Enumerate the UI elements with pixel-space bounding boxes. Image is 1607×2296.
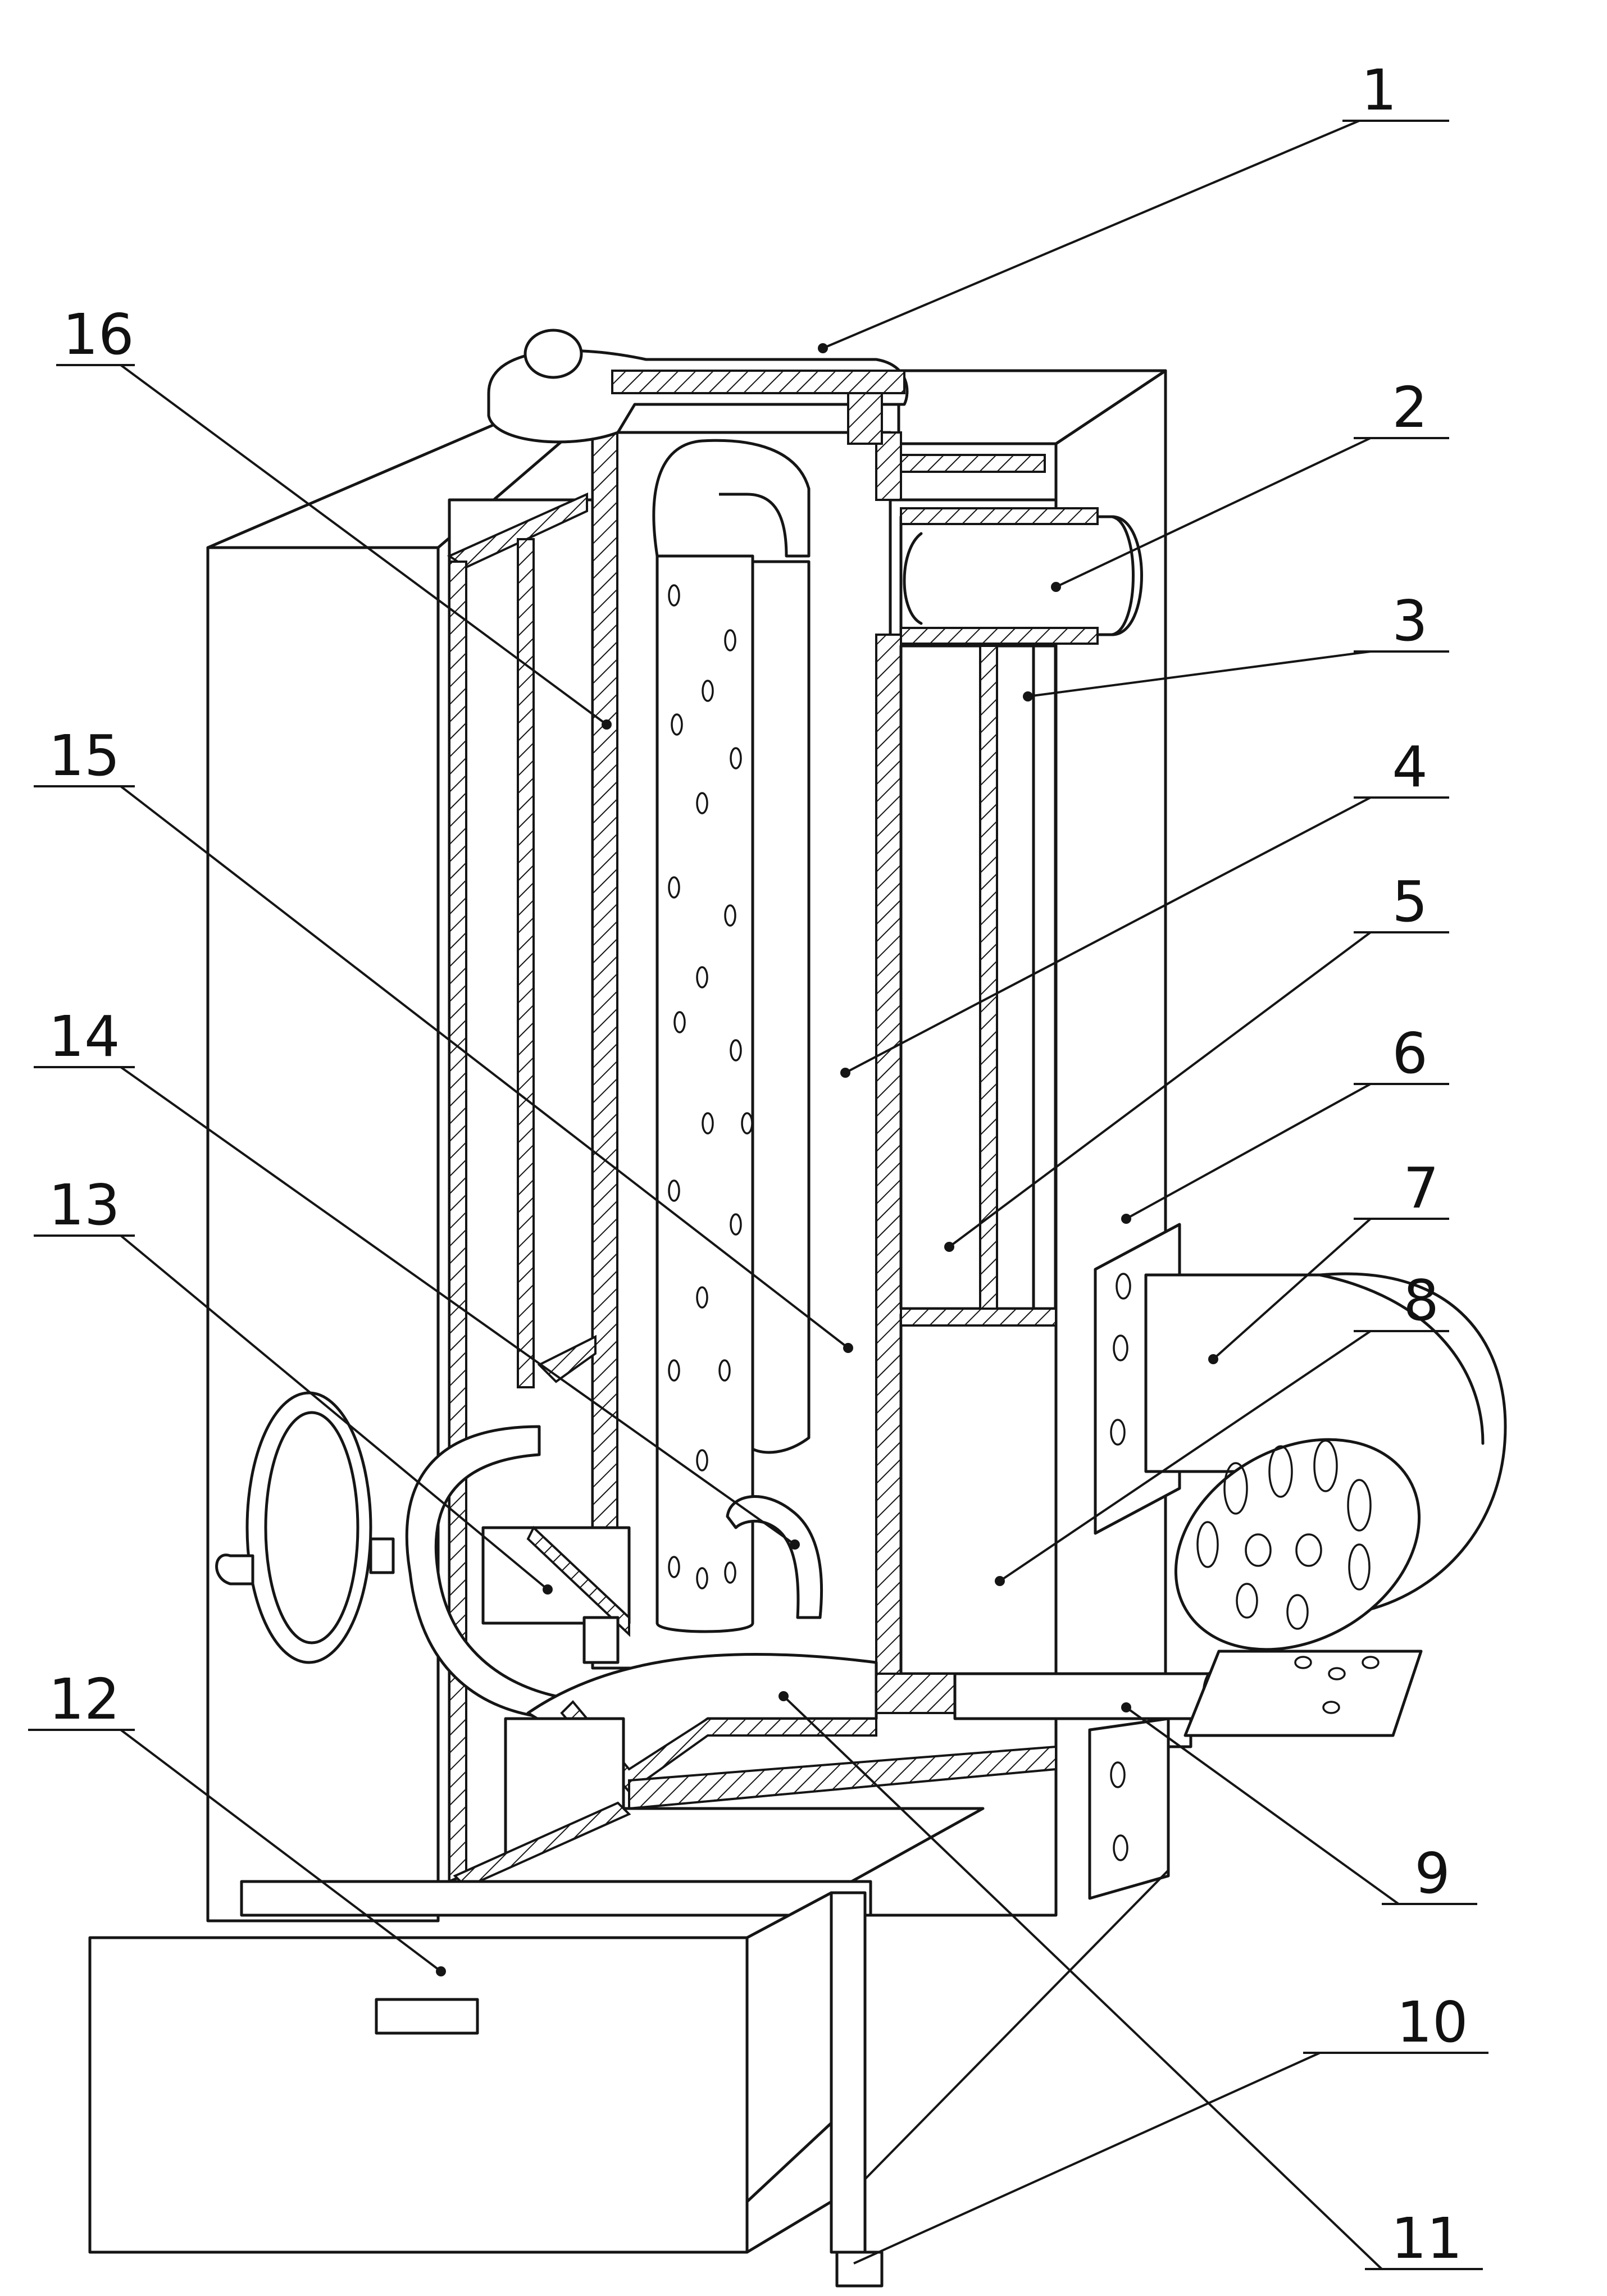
callout-label-7: 7 — [1403, 1155, 1439, 1221]
cover-knob — [523, 329, 583, 379]
leader-15 — [120, 785, 849, 1349]
callout-label-15: 15 — [48, 723, 120, 789]
top-cover — [487, 329, 909, 445]
feed-door — [215, 1391, 558, 1720]
callout-label-4: 4 — [1392, 734, 1428, 800]
callout-labels: 1 2 3 4 5 6 7 8 9 10 11 12 13 14 15 16 — [48, 57, 1468, 2271]
callout-leader-lines — [28, 120, 1488, 2270]
grate-base — [504, 1652, 1057, 1878]
feed-chute — [481, 1334, 631, 1664]
callout-label-14: 14 — [48, 1004, 120, 1069]
leader-2 — [1055, 437, 1371, 588]
perforated-fuel-tube — [652, 439, 811, 1633]
ash-drawer — [88, 1891, 833, 2254]
leader-3 — [1027, 650, 1371, 698]
leader-8 — [999, 1330, 1372, 1582]
leader-4 — [845, 796, 1371, 1074]
leader-7 — [1212, 1218, 1372, 1360]
fan-housing — [1094, 1223, 1507, 1651]
leader-16 — [120, 364, 608, 726]
leader-6 — [1126, 1083, 1371, 1220]
leader-5 — [948, 931, 1372, 1248]
impeller-slots — [1196, 1439, 1372, 1630]
callout-label-12: 12 — [48, 1666, 120, 1732]
callout-label-13: 13 — [48, 1172, 120, 1238]
leader-11 — [782, 1695, 1383, 2270]
leader-14 — [120, 1066, 796, 1546]
leader-13 — [120, 1234, 549, 1591]
inner-wall-left — [447, 492, 588, 1911]
callout-label-11: 11 — [1391, 2206, 1462, 2271]
drawer-handle — [375, 1998, 479, 2035]
lower-chamber — [899, 1308, 1058, 1675]
leader-1 — [822, 120, 1360, 349]
foot-front — [835, 2251, 884, 2288]
leader-10b — [864, 1869, 1169, 2180]
callout-label-10: 10 — [1396, 1989, 1468, 2055]
callout-label-1: 1 — [1361, 57, 1397, 123]
shell-wall-left — [591, 431, 618, 1574]
callout-label-16: 16 — [62, 302, 134, 367]
callout-label-5: 5 — [1392, 869, 1428, 935]
callout-label-9: 9 — [1414, 1841, 1450, 1906]
callout-label-3: 3 — [1392, 588, 1428, 654]
callout-target-dots — [436, 343, 1218, 1976]
shell-wall-right — [875, 634, 902, 1675]
flue-pipe — [899, 507, 1143, 645]
callout-label-6: 6 — [1392, 1021, 1428, 1086]
callout-label-8: 8 — [1403, 1268, 1439, 1333]
air-duct — [953, 1650, 1423, 1900]
leader-10a — [853, 2052, 1321, 2265]
base-floor — [240, 1801, 985, 1917]
leader-9 — [1125, 1706, 1400, 1905]
leader-12 — [120, 1729, 442, 1972]
callout-label-2: 2 — [1392, 375, 1428, 440]
legs — [830, 1711, 1192, 2288]
